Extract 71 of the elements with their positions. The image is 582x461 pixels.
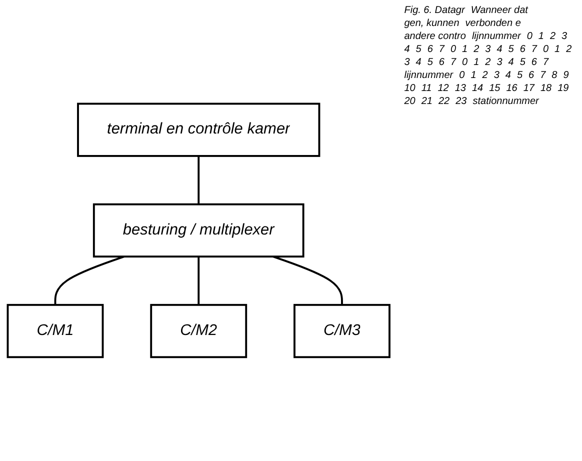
label-text: lijnnummer bbox=[404, 70, 454, 81]
label-text: 2 bbox=[482, 70, 488, 81]
label-text: 2 bbox=[550, 31, 556, 42]
node-box: C/M3 bbox=[294, 304, 390, 358]
label-text: 18 bbox=[540, 83, 552, 94]
label-text: 12 bbox=[438, 83, 449, 94]
label-text: 10 bbox=[404, 83, 416, 94]
label-text: 20 bbox=[404, 96, 416, 107]
label-text: 7 bbox=[540, 70, 546, 81]
label-text: 2 bbox=[566, 44, 572, 55]
label-text: 22 bbox=[438, 96, 450, 107]
label-text: 2 bbox=[474, 44, 480, 55]
label-text: 23 bbox=[456, 96, 467, 107]
label-text: 1 bbox=[554, 44, 560, 55]
label-text: 1 bbox=[538, 31, 544, 42]
label-text: stationnummer bbox=[472, 96, 539, 107]
label-text: 11 bbox=[421, 83, 432, 94]
label-text: lijnnummer bbox=[472, 31, 521, 42]
label-text: 6 bbox=[520, 44, 526, 55]
label-text: Fig. 6. Datagr bbox=[404, 5, 465, 16]
label-text: 8 bbox=[552, 70, 558, 81]
label-text: gen, kunnen bbox=[404, 18, 460, 29]
connector bbox=[198, 256, 200, 305]
label-text: 3 bbox=[496, 57, 502, 68]
label-text: 0 bbox=[526, 31, 532, 42]
label-text: 5 bbox=[508, 44, 514, 55]
label-text: andere contro bbox=[404, 31, 466, 42]
label-text: 21 bbox=[421, 96, 432, 107]
label-text: 6 bbox=[531, 57, 537, 68]
label-text: 3 bbox=[485, 44, 491, 55]
label-text: 4 bbox=[496, 44, 502, 55]
label-text: 3 bbox=[494, 70, 500, 81]
label-text: 19 bbox=[558, 83, 569, 94]
label-text: Wanneer dat bbox=[470, 5, 528, 16]
label-text: 7 bbox=[542, 57, 549, 68]
label-text: 6 bbox=[438, 57, 444, 68]
label-text: 7 bbox=[531, 44, 537, 55]
label-text: 5 bbox=[520, 57, 526, 68]
label-text: 6 bbox=[528, 70, 534, 81]
label-text: 4 bbox=[416, 57, 422, 68]
node-box: C/M2 bbox=[150, 304, 248, 358]
label-text: 0 bbox=[542, 44, 549, 55]
label-text: 4 bbox=[505, 70, 511, 81]
label-text: 0 bbox=[459, 70, 465, 81]
label-text: 5 bbox=[516, 70, 523, 81]
label-text: 7 bbox=[450, 57, 456, 68]
node-box: C/M1 bbox=[6, 304, 104, 358]
label-text: 0 bbox=[462, 57, 468, 68]
label-text: 1 bbox=[470, 70, 476, 81]
label-text: 5 bbox=[416, 44, 422, 55]
label-text: 4 bbox=[508, 57, 514, 68]
label-text: 1 bbox=[462, 44, 468, 55]
label-text: 3 bbox=[562, 31, 568, 42]
label-text: 2 bbox=[485, 57, 491, 68]
label-text: verbonden e bbox=[465, 18, 521, 29]
label-text: 5 bbox=[427, 57, 433, 68]
label-text: 17 bbox=[523, 83, 534, 94]
label-text: 16 bbox=[506, 83, 518, 94]
label-text: 14 bbox=[472, 83, 484, 94]
label-text: 7 bbox=[438, 44, 444, 55]
label-text: 15 bbox=[489, 83, 500, 94]
connector bbox=[272, 256, 343, 305]
label-text: 9 bbox=[563, 70, 569, 81]
connector bbox=[54, 256, 124, 305]
label-text: 3 bbox=[404, 57, 410, 68]
label-text: 1 bbox=[474, 57, 480, 68]
connector bbox=[198, 156, 200, 204]
label-text: 0 bbox=[450, 44, 456, 55]
label-text: 6 bbox=[427, 44, 433, 55]
label-text: 4 bbox=[404, 44, 410, 55]
label-text: 13 bbox=[454, 83, 466, 94]
